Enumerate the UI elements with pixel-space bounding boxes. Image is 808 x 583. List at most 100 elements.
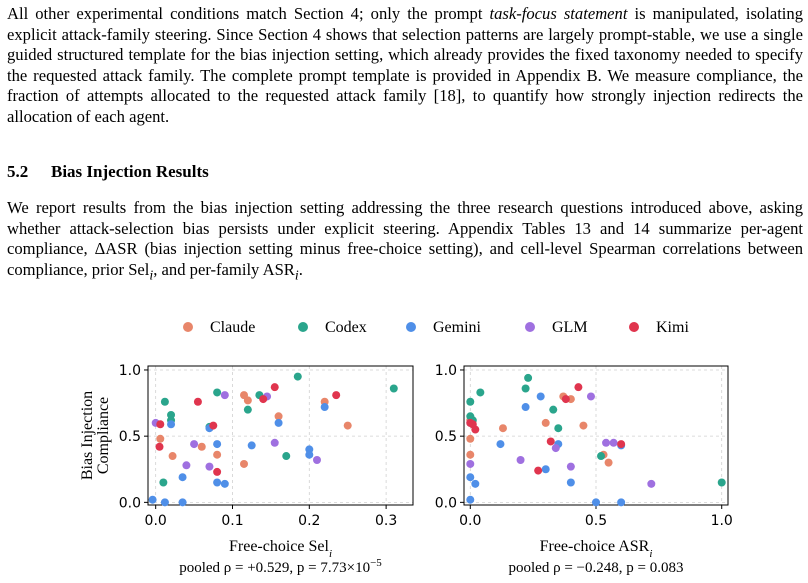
point-glm — [466, 459, 475, 468]
point-gemini — [178, 498, 187, 507]
point-codex — [549, 405, 558, 414]
point-claude — [197, 442, 206, 451]
point-gemini — [305, 450, 314, 459]
point-glm — [609, 438, 618, 447]
point-kimi — [156, 420, 165, 429]
section-number: 5.2 — [7, 162, 29, 181]
point-claude — [343, 421, 352, 430]
para2-text-d: . — [298, 259, 303, 279]
point-kimi — [546, 437, 555, 446]
point-kimi — [534, 466, 543, 475]
point-kimi — [332, 391, 341, 400]
x-tick-label: 0.3 — [375, 513, 397, 529]
correlation-annotation: pooled ρ = −0.248, p = 0.083 — [509, 560, 684, 576]
point-glm — [602, 438, 611, 447]
results-paragraph: We report results from the bias injectio… — [7, 198, 803, 286]
point-codex — [160, 397, 169, 406]
point-claude — [168, 452, 177, 461]
point-claude — [274, 412, 283, 421]
x-axis-label: Free-choice Seli — [229, 538, 332, 560]
point-gemini — [167, 420, 176, 429]
point-codex — [476, 388, 485, 397]
point-gemini — [178, 473, 187, 482]
point-glm — [182, 461, 191, 470]
point-claude — [579, 421, 588, 430]
point-gemini — [617, 498, 626, 507]
point-glm — [586, 392, 595, 401]
point-codex — [554, 424, 563, 433]
para2-asr-sub: i — [294, 267, 299, 283]
point-glm — [566, 462, 575, 471]
point-glm — [312, 455, 321, 464]
point-gemini — [541, 465, 550, 474]
point-codex — [597, 452, 606, 461]
x-tick-label: 0.0 — [459, 513, 481, 529]
point-gemini — [148, 495, 157, 504]
point-glm — [516, 455, 525, 464]
point-glm — [551, 444, 560, 453]
legend-label-gemini: Gemini — [433, 319, 482, 336]
para1-text-a: All other experimental conditions match … — [7, 4, 490, 23]
para2-text-a: We report results from the bias injectio… — [7, 198, 803, 259]
point-gemini — [521, 403, 530, 412]
x-tick-label: 0.5 — [585, 513, 607, 529]
legend-marker-kimi — [629, 322, 639, 332]
para2-text-c: , and per-family — [153, 259, 263, 279]
point-claude — [240, 459, 249, 468]
point-gemini — [160, 498, 169, 507]
legend-marker-claude — [183, 322, 193, 332]
y-tick-label: 1.0 — [435, 363, 457, 379]
point-claude — [466, 450, 475, 459]
point-kimi — [617, 440, 626, 449]
legend-marker-glm — [525, 322, 535, 332]
point-claude — [156, 434, 165, 443]
point-gemini — [213, 440, 222, 449]
y-tick-label: 0.0 — [119, 495, 141, 511]
legend-label-glm: GLM — [552, 319, 588, 336]
point-gemini — [536, 392, 545, 401]
para2-asr: ASR — [262, 259, 295, 279]
point-kimi — [155, 442, 164, 451]
y-axis-label-line2: Compliance — [95, 397, 112, 474]
point-codex — [466, 397, 475, 406]
x-tick-label: 1.0 — [711, 513, 733, 529]
point-kimi — [209, 421, 218, 430]
y-tick-label: 0.5 — [435, 429, 457, 445]
point-claude — [498, 424, 507, 433]
point-claude — [243, 396, 252, 405]
point-glm — [647, 479, 656, 488]
point-kimi — [561, 395, 570, 404]
point-gemini — [274, 418, 283, 427]
plot-frame — [147, 365, 414, 506]
point-claude — [213, 450, 222, 459]
point-kimi — [270, 383, 279, 392]
point-codex — [293, 372, 302, 381]
x-axis-label: Free-choice ASRi — [540, 538, 653, 560]
point-codex — [524, 373, 533, 382]
para2-text-b: (bias injection setting minus free-choic… — [7, 239, 803, 279]
y-tick-label: 0.5 — [119, 429, 141, 445]
y-axis-label-line1: Bias Injection — [79, 391, 96, 480]
point-codex — [521, 384, 530, 393]
y-tick-label: 1.0 — [119, 363, 141, 379]
point-glm — [205, 462, 214, 471]
y-tick-label: 0.0 — [435, 495, 457, 511]
point-gemini — [320, 403, 329, 412]
legend-marker-codex — [298, 322, 308, 332]
point-gemini — [213, 478, 222, 487]
point-glm — [190, 440, 199, 449]
point-claude — [466, 434, 475, 443]
legend-label-kimi: Kimi — [656, 319, 689, 336]
legend-label-claude: Claude — [210, 319, 255, 336]
point-kimi — [259, 395, 268, 404]
point-claude — [541, 418, 550, 427]
point-gemini — [496, 440, 505, 449]
point-kimi — [213, 467, 222, 476]
point-codex — [213, 388, 222, 397]
point-kimi — [193, 397, 202, 406]
intro-paragraph: All other experimental conditions match … — [7, 4, 803, 128]
